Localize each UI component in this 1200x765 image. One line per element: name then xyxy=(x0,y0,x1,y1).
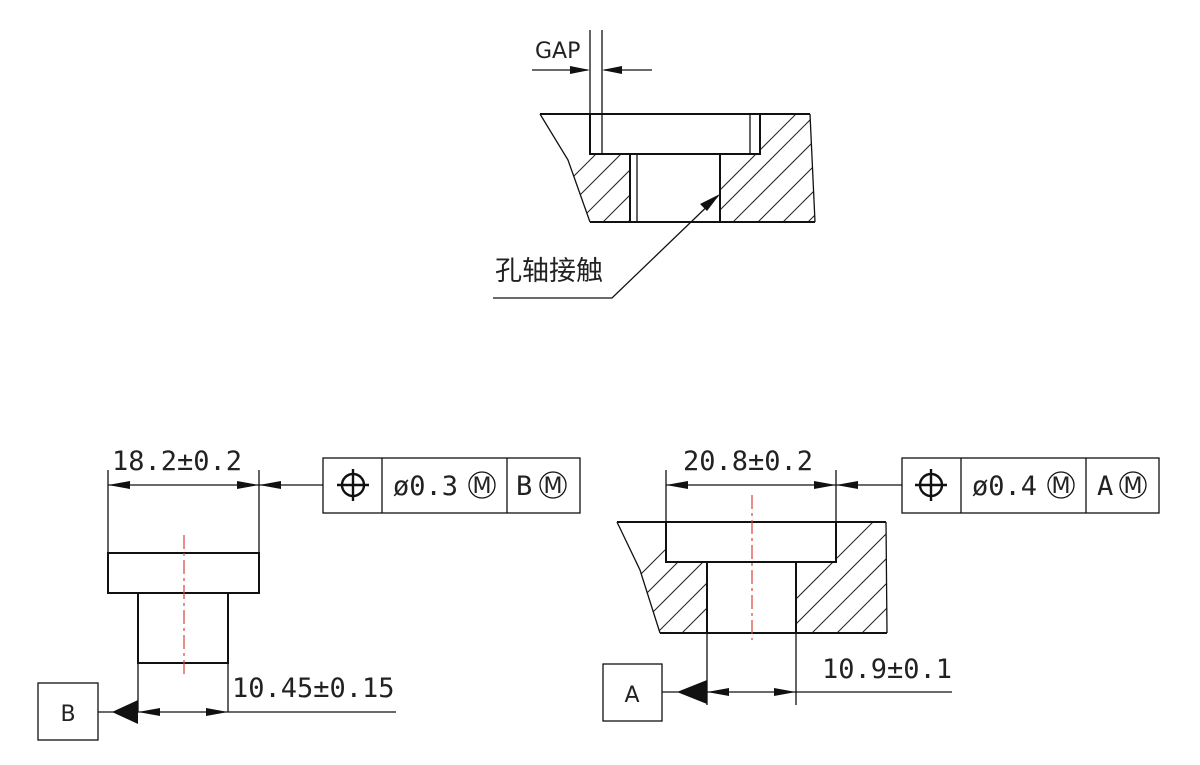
top-counterbore xyxy=(589,114,761,155)
top-right-hatch xyxy=(720,114,815,222)
mmc-circle-icon xyxy=(539,471,567,499)
datum-b-box xyxy=(37,682,99,741)
contact-label: 孔轴接触 xyxy=(495,256,603,287)
shaft-width-dim: 18.2±0.2 xyxy=(112,446,242,477)
top-left-break-line xyxy=(539,113,591,223)
hole-fcf-tolerance: ø0.4 xyxy=(972,471,1037,502)
mmc-circle-icon xyxy=(468,471,496,499)
position-icon xyxy=(915,469,947,501)
hole-fcf-datum-modifier: M xyxy=(1124,474,1143,499)
shaft-fcf-tolerance: ø0.3 xyxy=(393,471,458,502)
contact-leader-line xyxy=(493,195,719,299)
hole-right-hatch xyxy=(796,522,887,633)
hole-width-dim: 20.8±0.2 xyxy=(683,446,813,477)
hole-left-hatch xyxy=(617,522,707,633)
shaft-shank xyxy=(137,592,229,664)
gap-label: GAP xyxy=(535,39,580,64)
shaft-fcf-datum: B xyxy=(516,471,532,502)
hole-right-break-line xyxy=(885,521,888,634)
mmc-circle-icon xyxy=(1119,471,1147,499)
datum-a-triangle xyxy=(677,680,707,704)
hole-fcf-datum: A xyxy=(1097,471,1113,502)
hole-part-view: 20.8±0.2 ø0.4 M A M 10.9±0.1 A xyxy=(602,446,1160,722)
top-section-view: GAP 孔轴接触 xyxy=(493,30,816,299)
hole-fcf: ø0.4 M A M xyxy=(901,457,1160,514)
shaft-fcf-tol-modifier: M xyxy=(473,474,492,499)
top-right-break-line xyxy=(809,113,816,223)
datum-b-label: B xyxy=(60,702,75,727)
shaft-part-view: 18.2±0.2 ø0.3 M B M 10.45±0.15 B xyxy=(37,446,581,741)
datum-a-label: A xyxy=(624,683,639,708)
shaft-fcf: ø0.3 M B M xyxy=(322,457,581,514)
hole-fcf-tol-modifier: M xyxy=(1052,474,1071,499)
position-icon xyxy=(337,469,369,501)
datum-a-box xyxy=(602,663,663,722)
shaft-shank-dim: 10.45±0.15 xyxy=(232,673,395,704)
hole-dim: 10.9±0.1 xyxy=(822,654,952,685)
hole-counterbore xyxy=(665,522,837,563)
hole-left-break-line xyxy=(616,521,661,634)
mmc-circle-icon xyxy=(1047,471,1075,499)
shaft-fcf-datum-modifier: M xyxy=(544,474,563,499)
datum-b-triangle xyxy=(112,700,138,724)
